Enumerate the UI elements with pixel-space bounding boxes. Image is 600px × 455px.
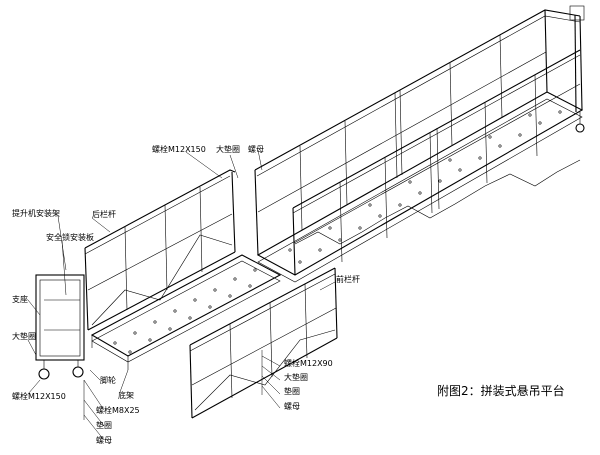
- label-bolt-m12x150-left: 螺栓M12X150: [12, 392, 66, 401]
- label-hoist-mount: 提升机安装架: [12, 209, 60, 218]
- label-bolt-m8x25: 螺栓M8X25: [96, 406, 140, 415]
- front-rail-panel: [189, 267, 338, 419]
- label-nut-left: 螺母: [96, 436, 112, 445]
- label-bolt-m12x150-top: 螺栓M12X150: [152, 145, 206, 154]
- label-support: 支座: [12, 295, 28, 304]
- label-rear-rail: 后栏杆: [92, 210, 116, 219]
- leader-lines: [27, 149, 336, 441]
- end-support-frame: [35, 274, 85, 380]
- label-big-washer-top: 大垫圈: [216, 145, 240, 154]
- label-bolt-m12x90: 螺栓M12X90: [284, 359, 333, 368]
- label-front-rail: 前栏杆: [336, 275, 360, 284]
- base-frame: [90, 254, 282, 370]
- label-nut-top: 螺母: [248, 145, 264, 154]
- label-big-washer-mid: 大垫圈: [284, 373, 308, 382]
- label-safety-lock-plate: 安全锁安装板: [46, 233, 94, 242]
- label-washer-mid: 垫圈: [284, 387, 300, 396]
- assembled-platform: [254, 5, 585, 283]
- label-big-washer-left: 大垫圈: [12, 332, 36, 341]
- rear-rail-panel: [84, 169, 236, 331]
- label-caster: 脚轮: [100, 376, 116, 385]
- label-base-frame: 底架: [118, 391, 134, 400]
- figure-caption: 附图2：拼装式悬吊平台: [437, 384, 565, 398]
- label-nut-mid: 螺母: [284, 402, 300, 411]
- label-washer-left: 垫圈: [96, 421, 112, 430]
